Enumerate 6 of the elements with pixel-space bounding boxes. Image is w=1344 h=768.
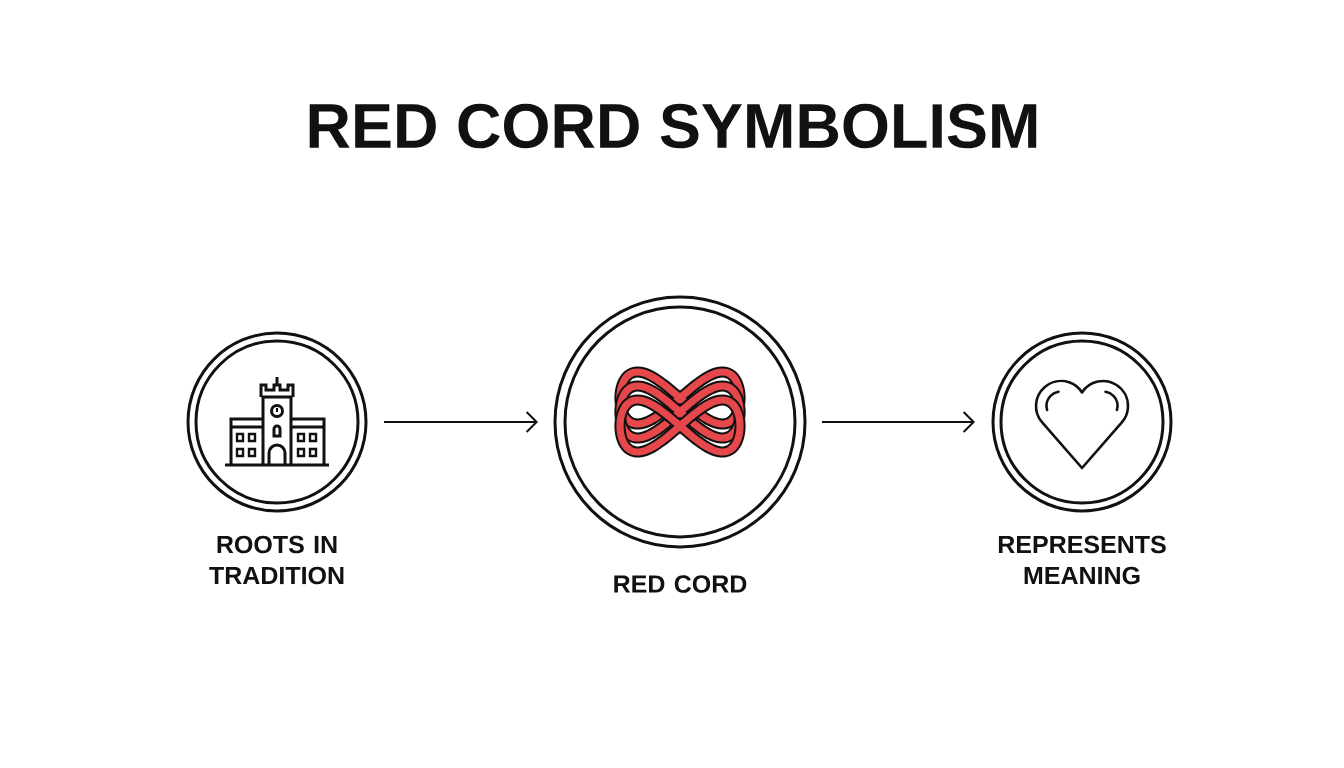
- node-label: RED CORD: [614, 575, 747, 593]
- arrow: [821, 411, 975, 433]
- title: RED CORD SYMBOLISM: [309, 103, 1037, 149]
- node-label: ROOTS IN TRADITION: [209, 535, 344, 585]
- arrow: [383, 411, 538, 433]
- node-label: REPRESENTS MEANING: [998, 535, 1166, 585]
